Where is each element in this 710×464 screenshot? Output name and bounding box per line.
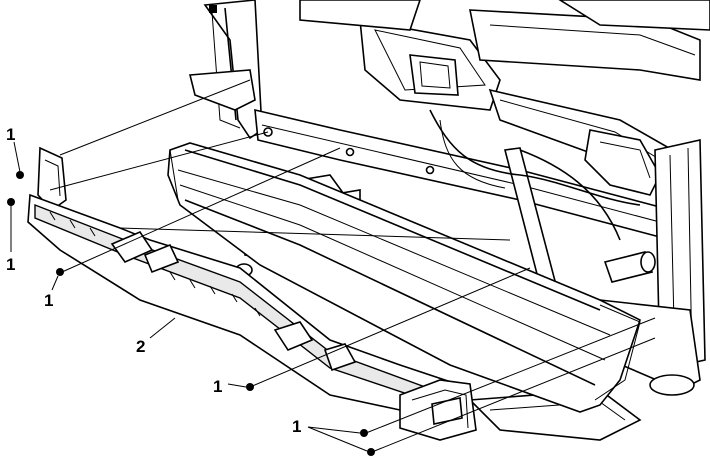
callout-1-bottom-right: 1 xyxy=(292,417,301,436)
bumper-beam xyxy=(167,142,641,413)
bolt-icon xyxy=(16,171,24,179)
alignment-lines xyxy=(49,79,656,453)
callout-2-deflector: 2 xyxy=(136,337,145,356)
callout-1-top-left: 1 xyxy=(6,125,15,144)
callout-leaders xyxy=(10,141,368,452)
callout-1-left-lower: 1 xyxy=(6,255,15,274)
bolt-icon xyxy=(360,429,368,437)
callout-1-left-bottom: 1 xyxy=(44,291,53,310)
callout-1-center: 1 xyxy=(213,377,222,396)
air-deflector xyxy=(27,146,477,441)
vehicle-frame-structure xyxy=(188,0,710,441)
bolt-icon xyxy=(56,268,64,276)
bolt-icon xyxy=(7,198,15,206)
bolt-icon xyxy=(367,448,375,456)
callout-labels: 1 1 1 2 1 1 xyxy=(6,125,301,436)
